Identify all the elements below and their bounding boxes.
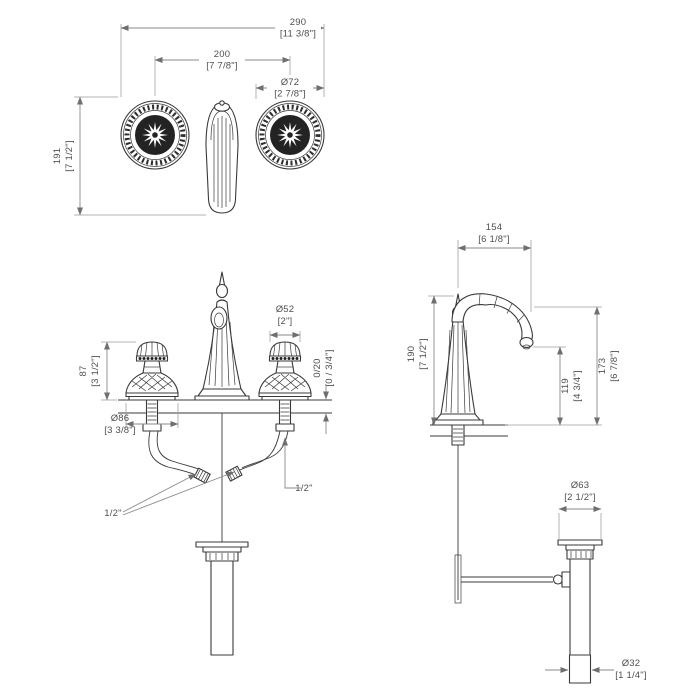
flange-extension-lines bbox=[558, 513, 602, 539]
dim-spout-height-label: 173 [6 7/8"] bbox=[597, 350, 620, 381]
dim-depth-label: 191 [7 1/2"] bbox=[52, 140, 75, 171]
dim-handle-centers-mm: 200 bbox=[214, 49, 230, 60]
dim-overall-width-in: [11 3/8"] bbox=[280, 29, 316, 40]
dim-spout-height-mm: 173 bbox=[597, 358, 608, 374]
dim-height-in: [7 1/2"] bbox=[418, 338, 429, 369]
dim-depth-in: [7 1/2"] bbox=[64, 140, 75, 171]
dim-height-mm: 190 bbox=[406, 346, 417, 362]
dim-overall-width-mm: 290 bbox=[290, 17, 306, 28]
dim-knob-dia-in: [2"] bbox=[278, 316, 293, 327]
dim-flange-dia-mm: Ø63 bbox=[571, 480, 590, 491]
dim-handle-centers-in: [7 7/8"] bbox=[206, 61, 237, 72]
spout-plan bbox=[205, 100, 239, 214]
popup-linkage bbox=[451, 424, 571, 604]
dim-tailpiece-dia-mm: Ø32 bbox=[622, 658, 641, 669]
dim-base-dia-in: [3 3/8"] bbox=[104, 425, 135, 436]
dim-knob-dia-mm: Ø52 bbox=[276, 304, 295, 315]
dim-mask bbox=[267, 75, 313, 100]
plan-extension-lines bbox=[120, 24, 325, 99]
dim-deck-thickness-in: [0 / 3/4"] bbox=[324, 349, 335, 386]
dim-handle-height-label: 87 [3 1/2"] bbox=[78, 355, 101, 386]
front-view: 87 [3 1/2"] Ø86 [3 3/8"] Ø52 [2"] 0/20 [… bbox=[78, 271, 335, 656]
dim-handle-height-in: [3 1/2"] bbox=[90, 355, 101, 386]
supply-leader-right bbox=[122, 471, 235, 516]
spout-front bbox=[194, 271, 250, 401]
right-handle-plan bbox=[256, 101, 324, 169]
dim-spout-height-in: [6 7/8"] bbox=[609, 350, 620, 381]
dim-height-label: 190 [7 1/2"] bbox=[406, 338, 429, 369]
dim-outlet-height-label: 119 [4 3/4"] bbox=[560, 370, 583, 401]
dim-reach-mm: 154 bbox=[486, 222, 502, 233]
spout-side bbox=[432, 293, 534, 426]
dim-base-dia-mm: Ø86 bbox=[111, 413, 130, 424]
left-handle-plan bbox=[121, 101, 189, 169]
dim-handle-dia-mm: Ø72 bbox=[281, 77, 300, 88]
drain-side bbox=[557, 539, 603, 684]
supply-leader-left bbox=[122, 473, 197, 513]
dim-mask bbox=[275, 15, 321, 40]
valve-connection-leader bbox=[282, 437, 301, 489]
plan-view: 290 [11 3/8"] 200 [7 7/8"] Ø72 [2 7/8"] … bbox=[52, 15, 325, 216]
dim-tailpiece-dia-in: [1 1/4"] bbox=[615, 670, 646, 681]
dim-mask bbox=[199, 47, 245, 72]
side-view: 154 [6 1/8"] 190 [7 1/2"] 173 [6 7/8"] 1… bbox=[406, 222, 646, 684]
dim-handle-height-mm: 87 bbox=[78, 366, 89, 377]
dim-outlet-height-in: [4 3/4"] bbox=[572, 370, 583, 401]
dim-flange-dia-in: [2 1/2"] bbox=[564, 492, 595, 503]
supply-connection-label: 1/2" bbox=[104, 508, 121, 519]
valve-connection-label: 1/2" bbox=[295, 483, 312, 494]
drain-front bbox=[195, 413, 249, 656]
dim-reach-in: [6 1/8"] bbox=[478, 234, 509, 245]
dim-outlet-height-mm: 119 bbox=[560, 378, 571, 394]
dim-deck-thickness-label: 0/20 [0 / 3/4"] bbox=[312, 349, 335, 386]
dim-handle-dia-in: [2 7/8"] bbox=[274, 89, 305, 100]
dim-depth-mm: 191 bbox=[52, 148, 63, 164]
dim-deck-thickness-mm: 0/20 bbox=[312, 358, 323, 377]
